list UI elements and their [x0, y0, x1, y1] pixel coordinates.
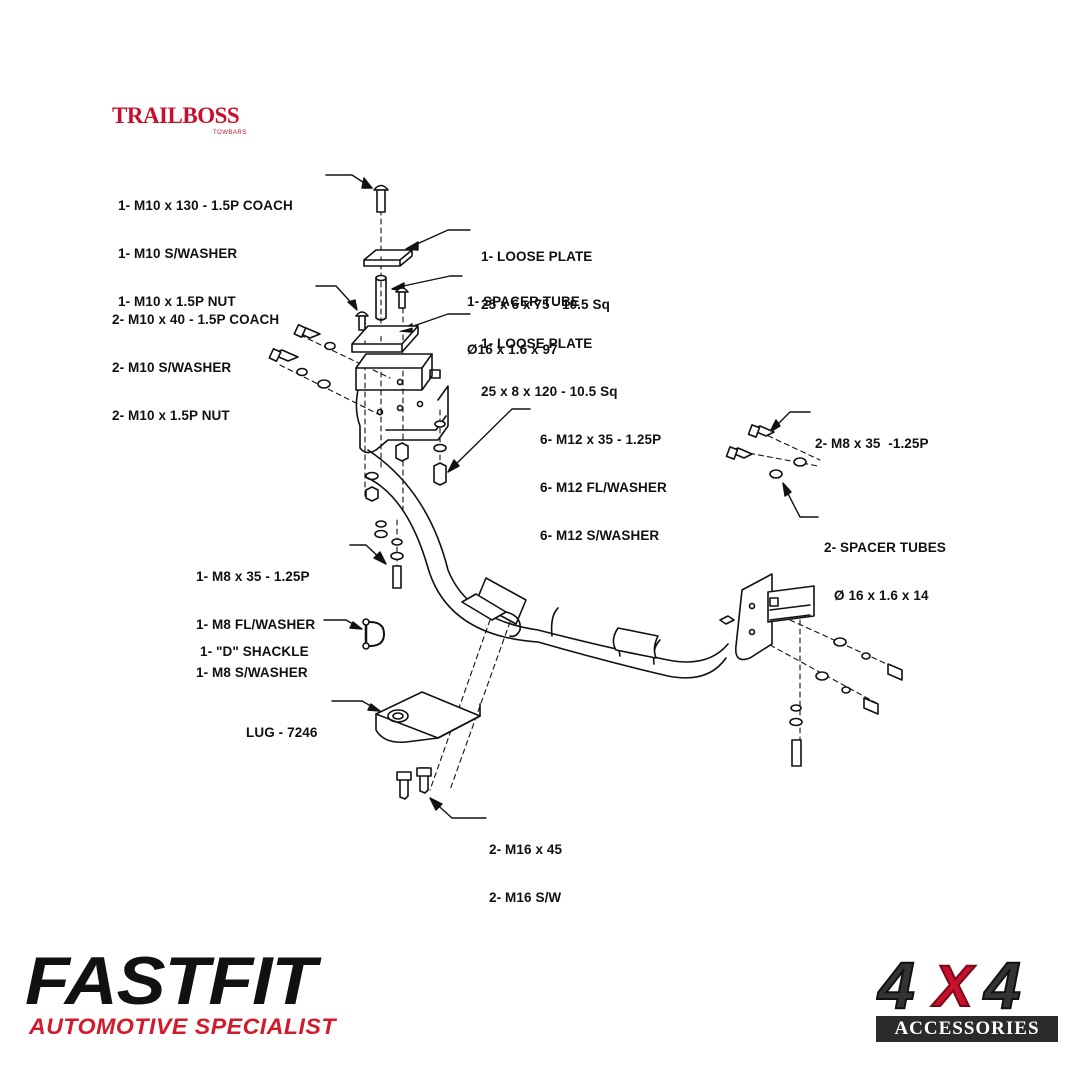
- label-line: 6- M12 x 35 - 1.25P: [540, 432, 662, 447]
- left-hardware-stack: [365, 420, 447, 589]
- label-m12-bolts: 6- M12 x 35 - 1.25P 6- M12 FL/WASHER 6- …: [540, 400, 667, 560]
- loose-plate-small: [363, 249, 413, 267]
- label-line: 6- M12 FL/WASHER: [540, 480, 667, 495]
- label-m16-bolts: 2- M16 x 45 2- M16 S/W: [489, 810, 562, 922]
- fastfit-logo: FASTFIT AUTOMOTIVE SPECIALIST: [25, 943, 365, 1043]
- label-loose-plate-small: 1- LOOSE PLATE 25 x 6 x 75 - 10.5 Sq: [481, 217, 610, 329]
- label-d-shackle: 1- "D" SHACKLE: [200, 612, 309, 676]
- label-line: 1- LOOSE PLATE: [481, 336, 593, 351]
- label-loose-plate-large: 1- LOOSE PLATE 25 x 8 x 120 - 10.5 Sq: [481, 304, 618, 416]
- svg-text:4: 4: [876, 948, 915, 1016]
- label-line: 2- SPACER TUBES: [824, 540, 947, 555]
- label-line: 2- M16 S/W: [489, 890, 562, 905]
- trailboss-logo: TRAILBOSS TOWBARS: [112, 103, 262, 143]
- label-line: 1- M10 x 1.5P NUT: [118, 294, 236, 309]
- label-line: 2- M10 x 40 - 1.5P COACH: [112, 312, 280, 327]
- 4x4-mark-icon: 4 X 4: [876, 947, 1022, 1016]
- fastfit-logo-text: FASTFIT: [25, 943, 316, 1019]
- label-line: 25 x 8 x 120 - 10.5 Sq: [481, 384, 618, 399]
- label-line: 2- M16 x 45: [489, 842, 563, 857]
- label-coach-bolts: 2- M10 x 40 - 1.5P COACH 2- M10 S/WASHER…: [112, 280, 279, 440]
- loose-plate-large: [351, 325, 419, 353]
- label-line: LUG - 7246: [246, 725, 318, 740]
- label-line: 6- M12 S/WASHER: [540, 528, 660, 543]
- main-crossbar: [367, 449, 729, 679]
- left-bracket: [355, 353, 449, 454]
- label-line: 1- "D" SHACKLE: [200, 644, 309, 659]
- label-lug: LUG - 7246: [246, 693, 318, 757]
- right-hardware: [725, 424, 903, 767]
- label-line: 2- M10 S/WASHER: [112, 360, 232, 375]
- d-shackle: [362, 618, 385, 650]
- tow-lug: [375, 691, 481, 744]
- tongue-mount: [461, 577, 527, 638]
- label-line: 25 x 6 x 75 - 10.5 Sq: [481, 297, 610, 312]
- trailboss-logo-text: TRAILBOSS: [112, 103, 240, 128]
- label-m8-bolts-right: 2- M8 x 35 -1.25P: [815, 404, 929, 468]
- fastfit-tagline: AUTOMOTIVE SPECIALIST: [29, 1014, 337, 1039]
- label-line: 1- M10 x 130 - 1.5P COACH: [118, 198, 293, 213]
- label-spacer-tube: 1- SPACER TUBE Ø16 x 1.6 x 97: [467, 262, 580, 374]
- label-line: 1- M8 FL/WASHER: [196, 617, 316, 632]
- spacer-tube: [375, 274, 387, 321]
- m16-bolts: [396, 767, 432, 800]
- svg-text:X: X: [931, 954, 976, 1016]
- label-line: 2- M10 x 1.5P NUT: [112, 408, 230, 423]
- svg-text:4: 4: [982, 948, 1021, 1016]
- label-spacer-tubes: 2- SPACER TUBES Ø 16 x 1.6 x 14: [824, 508, 946, 620]
- top-coach-bolt: [373, 184, 389, 213]
- label-line: 2- M8 x 35 -1.25P: [815, 436, 929, 451]
- label-line: 1- LOOSE PLATE: [481, 249, 593, 264]
- right-bracket: [719, 573, 815, 661]
- label-line: Ø16 x 1.6 x 97: [467, 342, 558, 357]
- label-top-coach-bolt: 1- M10 x 130 - 1.5P COACH 1- M10 S/WASHE…: [118, 166, 293, 326]
- coach-bolts-pair: [355, 287, 409, 331]
- leader-lines: [315, 174, 819, 819]
- label-m8-bolt-left: 1- M8 x 35 - 1.25P 1- M8 FL/WASHER 1- M8…: [196, 537, 315, 697]
- label-line: 1- SPACER TUBE: [467, 294, 580, 309]
- label-line: 1- M10 S/WASHER: [118, 246, 238, 261]
- label-line: 1- M8 x 35 - 1.25P: [196, 569, 310, 584]
- 4x4-accessories-label: ACCESSORIES: [876, 1016, 1058, 1042]
- label-line: Ø 16 x 1.6 x 14: [834, 588, 929, 603]
- side-bolts-left: [268, 323, 336, 389]
- 4x4-accessories-logo: 4 X 4 ACCESSORIES: [876, 944, 1058, 1044]
- label-line: 1- M8 S/WASHER: [196, 665, 308, 680]
- trailboss-logo-sub: TOWBARS: [213, 130, 247, 136]
